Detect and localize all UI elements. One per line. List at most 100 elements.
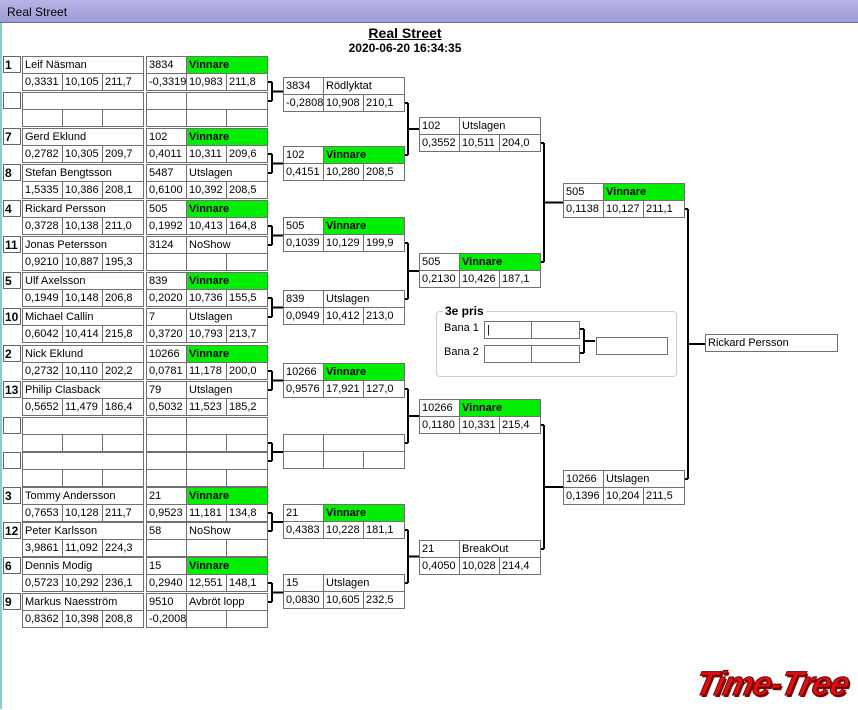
- reaction-time: 0,5652: [22, 398, 63, 416]
- reaction-time: 0,2130: [419, 270, 460, 288]
- reaction-time: 0,4383: [283, 521, 324, 539]
- elapsed-time: 10,110: [62, 362, 103, 380]
- lane2-result[interactable]: [531, 345, 580, 363]
- speed: 208,8: [102, 610, 144, 628]
- speed: 224,3: [102, 539, 144, 557]
- speed: 134,8: [226, 504, 268, 522]
- reaction-time: 0,4151: [283, 163, 324, 181]
- car-number: 10266: [146, 345, 187, 363]
- speed: [102, 109, 144, 127]
- lane1-input[interactable]: |: [484, 321, 532, 339]
- elapsed-time: 10,414: [62, 325, 103, 343]
- reaction-time: 0,5723: [22, 574, 63, 592]
- reaction-time: [146, 539, 187, 557]
- speed: 211,1: [643, 200, 685, 218]
- status-label: Vinnare: [186, 272, 268, 290]
- speed: 155,5: [226, 289, 268, 307]
- elapsed-time: 10,204: [603, 487, 644, 505]
- speed: 202,2: [102, 362, 144, 380]
- car-number: 839: [146, 272, 187, 290]
- reaction-time: 0,9576: [283, 380, 324, 398]
- elapsed-time: 10,386: [62, 181, 103, 199]
- speed: 210,1: [363, 94, 405, 112]
- status-label: NoShow: [186, 236, 268, 254]
- status-label: Rödlyktat: [323, 77, 405, 95]
- reaction-time: 0,1138: [563, 200, 604, 218]
- speed: [226, 434, 268, 452]
- speed: 211,5: [643, 487, 685, 505]
- speed: 181,1: [363, 521, 405, 539]
- elapsed-time: [186, 469, 227, 487]
- racer-name: Nick Eklund: [22, 345, 144, 363]
- elapsed-time: 10,605: [323, 591, 364, 609]
- reaction-time: 0,5032: [146, 398, 187, 416]
- status-label: Utslagen: [186, 381, 268, 399]
- reaction-time: 0,1992: [146, 217, 187, 235]
- racer-name: Rickard Persson: [22, 200, 144, 218]
- seed-number: 6: [3, 557, 21, 574]
- title-bar: Real Street: [0, 0, 858, 23]
- elapsed-time: 10,736: [186, 289, 227, 307]
- window-title: Real Street: [7, 5, 68, 19]
- lane2-input[interactable]: [484, 345, 532, 363]
- status-label: Vinnare: [186, 56, 268, 74]
- status-label: Vinnare: [323, 363, 405, 381]
- reaction-time: 0,6042: [22, 325, 63, 343]
- elapsed-time: 10,392: [186, 181, 227, 199]
- reaction-time: [146, 109, 187, 127]
- status-label: Utslagen: [186, 308, 268, 326]
- reaction-time: [283, 451, 324, 469]
- speed: [102, 434, 144, 452]
- reaction-time: 0,2020: [146, 289, 187, 307]
- seed-number: [3, 417, 21, 434]
- elapsed-time: 10,127: [603, 200, 644, 218]
- elapsed-time: 10,413: [186, 217, 227, 235]
- elapsed-time: 11,523: [186, 398, 227, 416]
- car-number: [283, 434, 324, 452]
- status-label: Vinnare: [603, 183, 685, 201]
- final-winner: Rickard Persson: [705, 334, 838, 352]
- elapsed-time: 10,228: [323, 521, 364, 539]
- seed-number: 10: [3, 308, 21, 325]
- lane1-result[interactable]: [531, 321, 580, 339]
- speed: [363, 451, 405, 469]
- reaction-time: [22, 109, 63, 127]
- speed: 215,4: [499, 416, 541, 434]
- car-number: 505: [146, 200, 187, 218]
- status-label: [186, 92, 268, 110]
- speed: 232,5: [363, 591, 405, 609]
- reaction-time: [22, 434, 63, 452]
- seed-number: [3, 452, 21, 469]
- elapsed-time: 11,178: [186, 362, 227, 380]
- speed: 206,8: [102, 289, 144, 307]
- speed: 209,6: [226, 145, 268, 163]
- speed: 211,7: [102, 504, 144, 522]
- car-number: [146, 92, 187, 110]
- reaction-time: 0,1396: [563, 487, 604, 505]
- result-entry: [146, 452, 268, 488]
- elapsed-time: 12,551: [186, 574, 227, 592]
- status-label: Vinnare: [459, 399, 541, 417]
- status-label: BreakOut: [459, 540, 541, 558]
- reaction-time: 0,2782: [22, 145, 63, 163]
- car-number: 3124: [146, 236, 187, 254]
- lane1-label: Bana 1: [444, 322, 479, 334]
- car-number: [146, 417, 187, 435]
- lane2-label: Bana 2: [444, 346, 479, 358]
- reaction-time: [146, 434, 187, 452]
- seed-number: 5: [3, 272, 21, 289]
- speed: 204,0: [499, 134, 541, 152]
